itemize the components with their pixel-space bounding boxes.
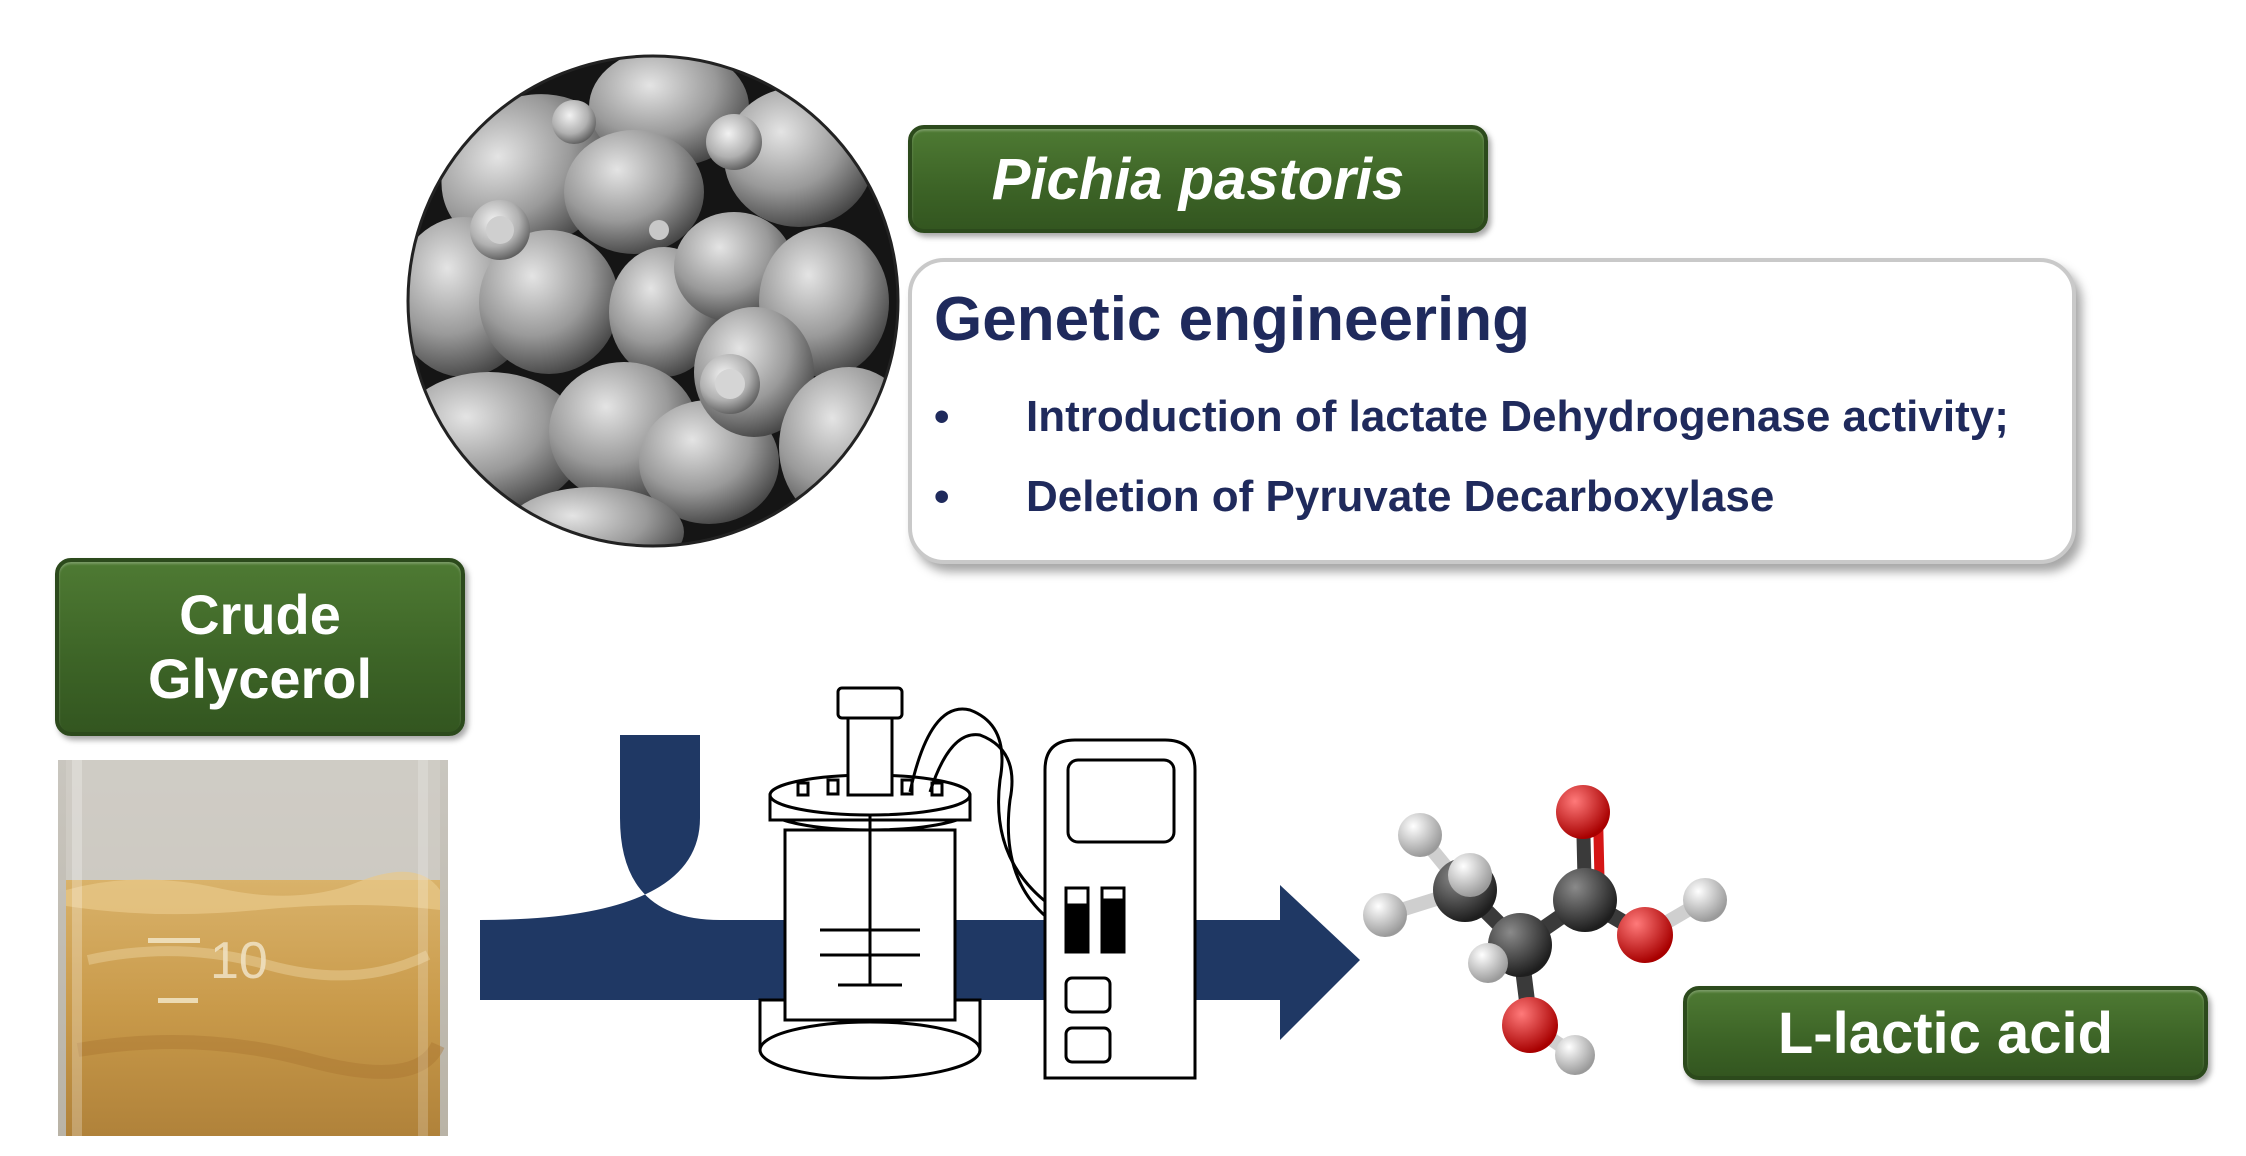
bullet-marker: •	[934, 392, 950, 441]
substrate-label-line2: Glycerol	[147, 647, 373, 710]
yeast-sem-micrograph	[406, 54, 900, 548]
substrate-label: Crude Glycerol	[55, 558, 465, 736]
controller-icon	[1043, 738, 1197, 1080]
bullet-marker: •	[934, 472, 950, 521]
product-label-text: L-lactic acid	[1777, 1000, 2114, 1066]
beaker-marking: 10	[210, 932, 268, 990]
engineering-bullet: • Introduction of lactate Dehydrogenase …	[934, 392, 2009, 442]
genetic-engineering-card: Genetic engineering • Introduction of la…	[908, 258, 2076, 564]
organism-label: Pichia pastoris	[908, 125, 1488, 233]
genetic-engineering-title: Genetic engineering	[934, 285, 1531, 354]
bullet-text: Deletion of Pyruvate Decarboxylase	[1026, 472, 1775, 521]
lactic-acid-molecule-icon	[1363, 785, 1727, 1075]
product-label: L-lactic acid	[1683, 986, 2208, 1080]
engineering-bullet: • Deletion of Pyruvate Decarboxylase	[934, 472, 1774, 522]
organism-label-text: Pichia pastoris	[991, 146, 1405, 212]
beaker-photo: 10	[58, 760, 448, 1136]
bioreactor-icon	[758, 686, 1051, 1080]
substrate-label-line1: Crude	[179, 583, 341, 646]
bullet-text: Introduction of lactate Dehydrogenase ac…	[1026, 392, 2009, 441]
